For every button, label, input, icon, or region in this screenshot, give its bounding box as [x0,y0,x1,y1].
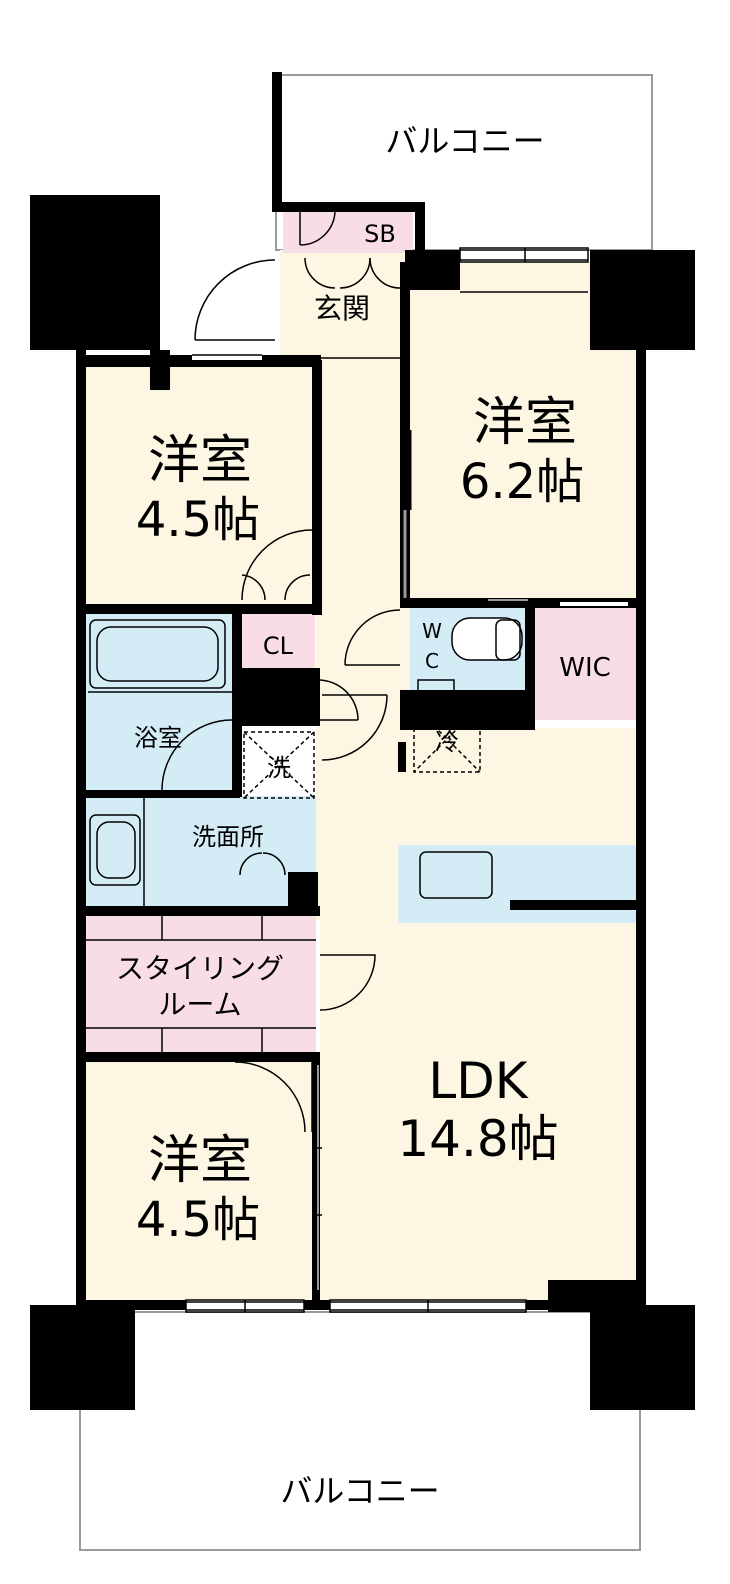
wet-areas [84,606,638,923]
room-ne-size: 6.2帖 [460,454,584,510]
storage-label: 物 [287,689,309,714]
washer-label: 洗 [267,754,291,782]
room-nw-size: 4.5帖 [136,492,260,548]
room-labels: SB 玄関 洋室 6.2帖 洋室 4.5帖 CL 物 W C WIC 浴室 洗 … [116,220,611,1248]
fridge-label: 冷 [435,728,459,756]
entrance-label: 玄関 [314,292,370,325]
balcony-top-label: バルコニー [385,122,544,160]
styling-room-label-1: スタイリング [116,952,284,985]
washroom-label: 洗面所 [192,823,264,851]
ldk-size: 14.8帖 [397,1110,558,1168]
balcony-bottom-label: バルコニー [280,1472,439,1510]
sb-label: SB [364,220,396,248]
styling-room-label-2: ルーム [158,988,241,1021]
ldk-name: LDK [428,1052,528,1110]
wc-c-label: C [425,649,439,673]
room-ne-name: 洋室 [473,393,577,453]
wic-label: WIC [559,653,611,683]
closet-label: CL [263,632,294,660]
bath-label: 浴室 [134,724,182,752]
fixtures [84,208,628,1313]
wc-w-label: W [422,619,442,643]
balcony-bottom: バルコニー [79,1311,641,1551]
room-nw-name: 洋室 [148,431,252,491]
room-sw-name: 洋室 [148,1131,252,1191]
room-sw-size: 4.5帖 [136,1192,260,1248]
